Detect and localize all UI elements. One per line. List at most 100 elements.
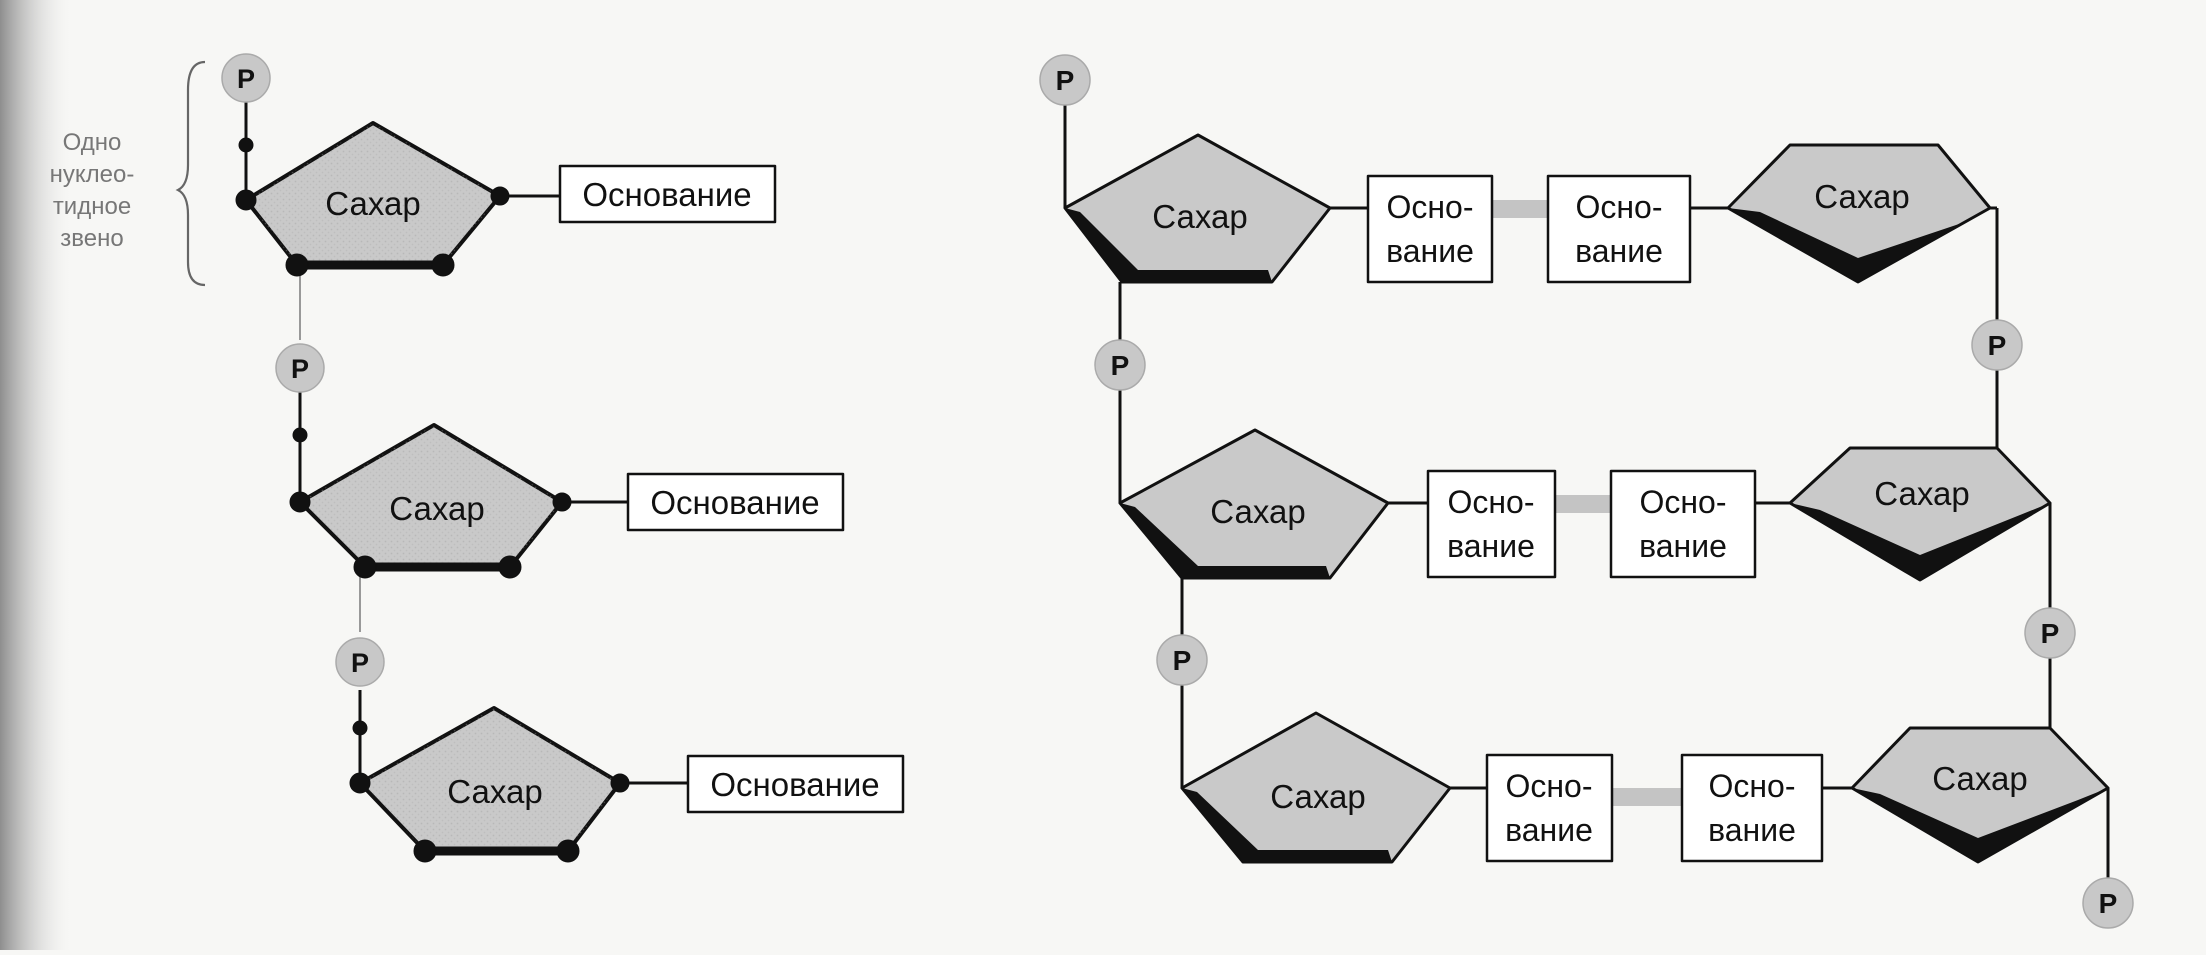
sugar-shadow [1852, 788, 2108, 862]
left-phosphates: P P P [1039, 54, 1208, 686]
sugar-pentagon [1850, 726, 2110, 864]
phosphate-node [221, 53, 271, 103]
left-sugars: Сахар Сахар Сахар [1063, 133, 1452, 864]
sugar-shadow [1182, 788, 1392, 862]
annotation-line: нуклео- [50, 161, 135, 188]
phosphate-label: P [2099, 888, 2118, 919]
sugar-pentagon [246, 123, 500, 265]
bond-dot [349, 772, 371, 794]
nucleotide-3: P Сахар Основание [335, 637, 905, 863]
bond-dot [490, 186, 510, 206]
nucleotide-1: P Сахар Основание [221, 53, 777, 277]
base-label-line1: Осно- [1386, 189, 1473, 225]
base-label-line2: вание [1639, 528, 1727, 564]
sugar-shadow [1120, 503, 1330, 578]
sugar-label: Сахар [1932, 760, 2027, 797]
sugar-label: Сахар [1270, 778, 1365, 815]
page-edge-shadow [0, 0, 70, 950]
base-box [1546, 174, 1692, 284]
bond-dot [556, 839, 580, 863]
bond-dot [292, 427, 308, 443]
nucleotide-2: P Сахар Основание [275, 343, 845, 579]
phosphate-node [275, 343, 325, 393]
base-pair-bond [1555, 495, 1611, 513]
bond-dot [353, 555, 377, 579]
single-strand: P Сахар Основание P [221, 53, 905, 863]
bond-dot [610, 773, 630, 793]
phosphate-node [335, 637, 385, 687]
base-pair-bond [1492, 200, 1548, 218]
phosphate-label: P [291, 354, 309, 384]
base-pair-bond [1612, 788, 1682, 806]
annotation-line: Одно [63, 129, 122, 156]
right-backbone [1690, 206, 2110, 878]
phosphate-label: P [1111, 350, 1130, 381]
base-box [558, 164, 777, 224]
right-phosphates: P P P [1971, 319, 2134, 929]
sugar-pentagon [360, 708, 620, 851]
right-bases: Осно- вание Осно- вание Осно- вание [1546, 174, 1824, 863]
base-label: Основание [582, 176, 751, 213]
sugar-label: Сахар [325, 185, 420, 222]
base-label-line2: вание [1575, 233, 1663, 269]
bond-dot [238, 137, 254, 153]
sugar-label: Сахар [1152, 198, 1247, 235]
phosphate-label: P [351, 648, 369, 678]
annotation-line: звено [60, 225, 123, 252]
base-label-line1: Осно- [1708, 768, 1795, 804]
sugar-pentagon [300, 425, 562, 567]
base-box [1366, 174, 1494, 284]
annotation-line: тидное [53, 193, 131, 220]
base-label-line1: Осно- [1447, 484, 1534, 520]
phosphate-label: P [1988, 330, 2007, 361]
base-label-line2: вание [1447, 528, 1535, 564]
phosphate-node [2082, 877, 2134, 929]
base-label: Основание [650, 484, 819, 521]
phosphate-node [2024, 607, 2076, 659]
phosphate-label: P [2041, 618, 2060, 649]
bond-dot [413, 839, 437, 863]
bond-dot [552, 492, 572, 512]
phosphate-label: P [1173, 645, 1192, 676]
base-box [1609, 469, 1757, 579]
phosphate-node [1094, 339, 1146, 391]
phosphate-label: P [237, 64, 255, 94]
left-bases: Осно- вание Осно- вание Осно- вание [1366, 174, 1614, 863]
bond-dot [235, 189, 257, 211]
base-pair-bonds [1492, 200, 1682, 806]
sugar-shadow [1065, 208, 1272, 282]
bond-dot [431, 253, 455, 277]
sugar-shadow [1790, 503, 2050, 580]
base-label-line2: вание [1386, 233, 1474, 269]
phosphate-label: P [1056, 65, 1075, 96]
sugar-shadow [1728, 208, 1990, 282]
right-sugars: Сахар Сахар Сахар [1726, 143, 2110, 864]
bond-dot [498, 555, 522, 579]
base-label-line1: Осно- [1575, 189, 1662, 225]
phosphate-node [1971, 319, 2023, 371]
phosphate-node [1156, 634, 1208, 686]
base-label-line1: Осно- [1505, 768, 1592, 804]
base-box [1680, 753, 1824, 863]
base-label-line2: вание [1708, 812, 1796, 848]
phosphate-node [1039, 54, 1091, 106]
base-box [1426, 469, 1557, 579]
bond-dot [352, 720, 368, 736]
base-box [1485, 753, 1614, 863]
sugar-label: Сахар [389, 490, 484, 527]
double-strand: P P P P P P Сахар [1039, 54, 2134, 929]
nucleotide-brace [175, 60, 206, 287]
sugar-label: Сахар [1210, 493, 1305, 530]
sugar-label: Сахар [1814, 178, 1909, 215]
base-box [686, 754, 905, 814]
base-box [626, 472, 845, 532]
bond-dot [289, 491, 311, 513]
nucleotide-annotation: Одно нуклео- тидное звено [50, 129, 135, 252]
sugar-label: Сахар [1874, 475, 1969, 512]
base-label: Основание [710, 766, 879, 803]
base-label-line1: Осно- [1639, 484, 1726, 520]
base-label-line2: вание [1505, 812, 1593, 848]
sugar-label: Сахар [447, 773, 542, 810]
